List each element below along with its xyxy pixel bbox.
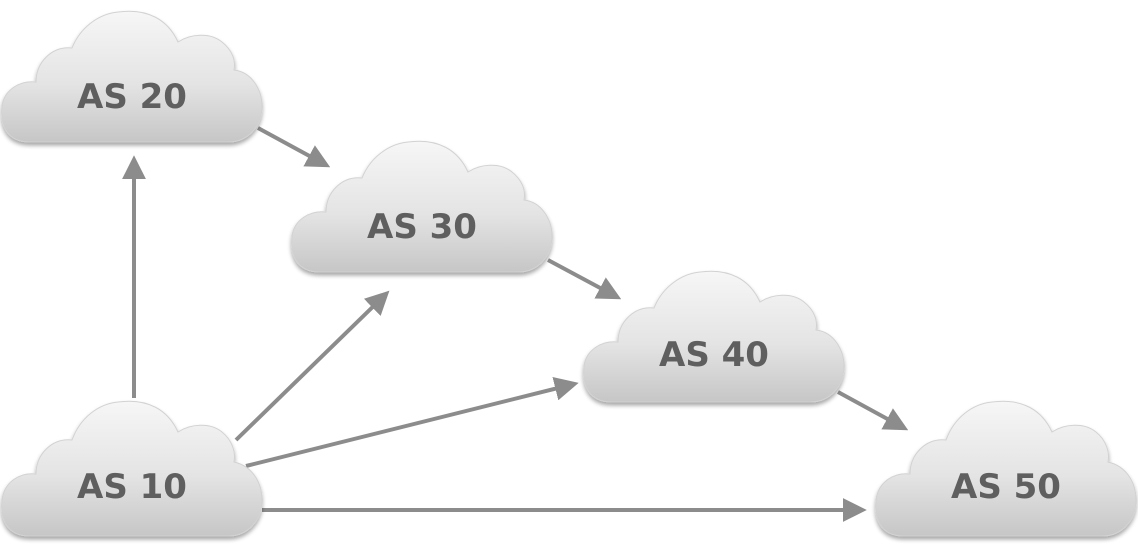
cloud-icon: [291, 140, 553, 273]
cloud-as50: AS 50: [875, 400, 1137, 537]
edges: [122, 126, 909, 522]
cloud-as10: AS 10: [1, 400, 263, 537]
cloud-as40: AS 40: [583, 270, 845, 403]
cloud-icon: [1, 10, 263, 143]
edge-as10-as30: [234, 290, 390, 442]
edge-as40-as50: [837, 390, 909, 431]
cloud-as30: AS 30: [291, 140, 553, 273]
cloud-label-as40: AS 40: [659, 335, 769, 375]
edge-as20-as30: [257, 126, 331, 168]
cloud-label-as50: AS 50: [951, 467, 1061, 507]
edge-as30-as40: [547, 258, 622, 300]
cloud-icon: [875, 400, 1137, 537]
cloud-label-as20: AS 20: [77, 77, 187, 117]
cloud-icon: [583, 270, 845, 403]
edge-as10-as40: [245, 377, 579, 468]
cloud-icon: [1, 400, 263, 537]
cloud-as20: AS 20: [1, 10, 263, 143]
cloud-label-as30: AS 30: [367, 207, 477, 247]
cloud-label-as10: AS 10: [77, 467, 187, 507]
